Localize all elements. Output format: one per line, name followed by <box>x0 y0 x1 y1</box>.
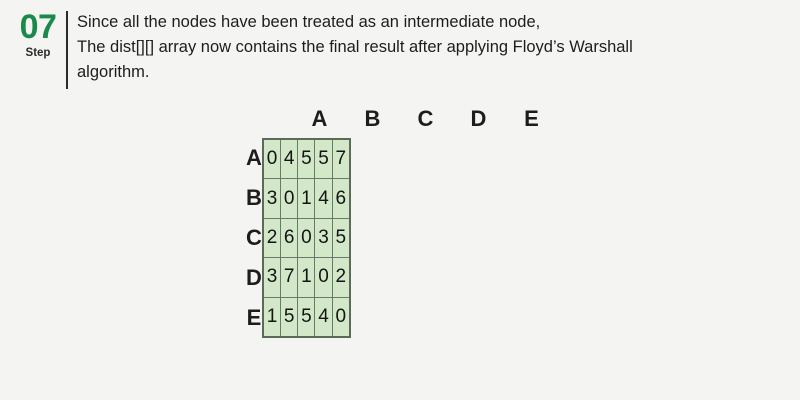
matrix-cell: 1 <box>297 178 316 219</box>
description-line: algorithm. <box>77 63 150 81</box>
matrix-cell: 5 <box>331 217 351 259</box>
matrix-cell: 0 <box>280 178 299 219</box>
step-header: 07 Step Since all the nodes have been tr… <box>0 0 800 100</box>
matrix-row-headers: A B C D E <box>246 138 262 338</box>
matrix-cell: 3 <box>314 217 333 259</box>
matrix-cell: 2 <box>262 217 282 259</box>
matrix-cell: 0 <box>314 257 333 298</box>
matrix-cell: 0 <box>262 138 282 180</box>
description-line: The dist[][] array now contains the fina… <box>77 38 633 56</box>
row-header: E <box>246 305 262 330</box>
matrix-cell: 4 <box>280 138 299 180</box>
matrix-cell: 1 <box>297 257 316 298</box>
matrix-column-headers: A B C D E <box>293 104 558 134</box>
matrix-body: A B C D E 0 4 5 5 7 3 0 1 4 6 <box>246 138 351 338</box>
column-header: E <box>524 106 539 131</box>
column-header: B <box>364 106 381 131</box>
matrix-cell: 3 <box>262 257 282 298</box>
matrix-cell: 7 <box>280 257 299 298</box>
table-row: 2 6 0 3 5 <box>262 217 351 259</box>
matrix-cell: 0 <box>297 217 316 259</box>
header-divider <box>66 11 68 89</box>
row-header: A <box>246 145 262 170</box>
matrix-cell: 6 <box>331 178 351 219</box>
matrix-cell: 5 <box>297 296 316 338</box>
column-header: D <box>470 106 487 131</box>
column-header: A <box>311 106 328 131</box>
matrix-cell: 0 <box>331 296 351 338</box>
matrix-cell: 5 <box>297 138 316 180</box>
matrix-cell: 3 <box>262 178 282 219</box>
description-line: Since all the nodes have been treated as… <box>77 13 541 31</box>
row-header: D <box>246 265 262 290</box>
column-header: C <box>417 106 434 131</box>
matrix-cell: 4 <box>314 178 333 219</box>
table-row: 0 4 5 5 7 <box>262 138 351 180</box>
matrix-cell: 4 <box>314 296 333 338</box>
matrix-cell: 5 <box>280 296 299 338</box>
matrix-grid: 0 4 5 5 7 3 0 1 4 6 2 6 0 3 <box>261 138 351 338</box>
step-label: Step <box>25 47 51 59</box>
matrix-cell: 2 <box>331 257 351 298</box>
table-row: 1 5 5 4 0 <box>262 296 351 338</box>
matrix-cell: 7 <box>331 138 351 180</box>
table-row: 3 7 1 0 2 <box>262 257 351 298</box>
matrix-cell: 5 <box>314 138 333 180</box>
matrix-cell: 1 <box>262 296 282 338</box>
step-description: Since all the nodes have been treated as… <box>77 10 787 85</box>
step-number: 07 <box>19 8 57 46</box>
table-row: 3 0 1 4 6 <box>262 178 351 219</box>
row-header: B <box>246 185 262 210</box>
step-badge: 07 Step <box>12 8 64 60</box>
matrix-cell: 6 <box>280 217 299 259</box>
row-header: C <box>246 225 262 250</box>
